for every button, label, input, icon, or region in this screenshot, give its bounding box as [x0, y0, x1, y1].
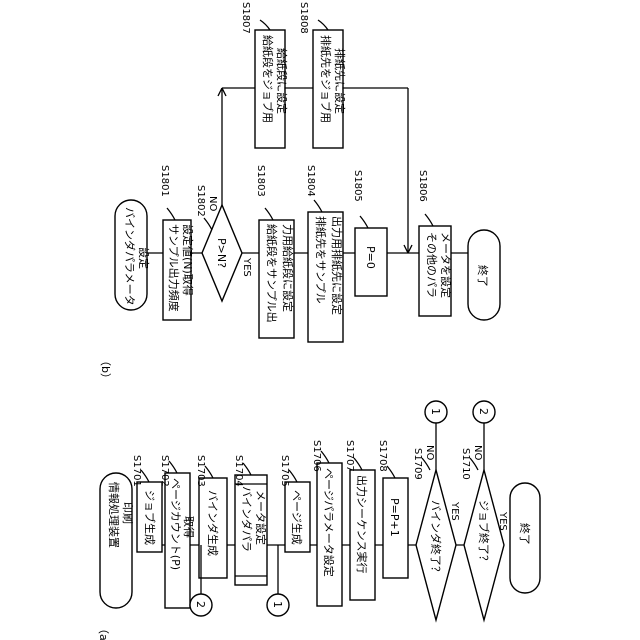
- b-s1801-line1: サンプル出力頻度: [167, 224, 181, 312]
- b-s1804-line1: 排紙先をサンプル: [314, 216, 328, 304]
- b-s1808-line2: 排紙先に設定: [333, 48, 347, 114]
- b-s1803-line2: 力用給紙段に設定: [281, 224, 295, 312]
- a-step-s1701: S1701: [131, 455, 142, 487]
- b-start-line2: 設定: [137, 247, 151, 269]
- a-step-s1707: S1707: [344, 440, 355, 472]
- a-step-s1705: S1705: [279, 455, 290, 487]
- a-end-text: 終了: [518, 523, 532, 545]
- a-connector-1-right-text: 1: [429, 408, 442, 415]
- a-step-s1706: S1706: [311, 440, 322, 472]
- a-connector-2-right-text: 2: [477, 408, 490, 415]
- b-step-s1801: S1801: [159, 165, 170, 197]
- a-connector-1-left-text: 1: [271, 601, 284, 608]
- a-s1704-line1: バインダパラ: [240, 486, 254, 552]
- b-s1803-line1: 給紙段をサンプル出: [265, 224, 279, 323]
- b-step-s1808: S1808: [298, 2, 309, 34]
- a-s1709-yes: YES: [449, 501, 460, 521]
- a-step-s1702: S1702: [159, 455, 170, 487]
- b-step-s1805: S1805: [352, 170, 363, 202]
- b-s1801-line2: 設定値(N)取得: [181, 224, 195, 296]
- a-s1702-line1: ページカウント(P): [169, 478, 182, 570]
- a-s1704-line2: メータ設定: [254, 490, 268, 545]
- b-step-s1806: S1806: [417, 170, 428, 202]
- a-step-s1703: S1703: [195, 455, 206, 487]
- a-s1705-text: ページ生成: [290, 490, 304, 545]
- a-step-s1709: S1709: [412, 448, 423, 480]
- b-step-s1803: S1803: [255, 165, 266, 197]
- b-figure-label: （b）: [99, 355, 112, 384]
- b-s1806-line2: メータを設定: [439, 232, 453, 298]
- a-s1710-text: ジョブ終了？: [477, 500, 491, 566]
- a-s1702-line2: 取得: [182, 516, 195, 538]
- b-step-s1802: S1802: [195, 185, 206, 217]
- a-s1701-text: ジョブ生成: [143, 490, 157, 545]
- a-s1708-text: P=P+1: [388, 498, 401, 537]
- a-step-s1710: S1710: [460, 448, 471, 480]
- a-s1703-text: バインダ生成: [206, 490, 220, 556]
- a-step-s1708: S1708: [377, 440, 388, 472]
- b-s1802-text: P>N?: [215, 238, 228, 268]
- a-s1709-no: NO: [424, 445, 435, 460]
- b-step-s1807: S1807: [240, 2, 251, 34]
- b-start-line1: バインダパラメータ: [123, 207, 137, 306]
- b-s1804-line2: 出力用排紙先に設定: [330, 216, 344, 315]
- b-step-s1804: S1804: [305, 165, 316, 197]
- a-step-s1704: S1704: [233, 455, 244, 487]
- b-s1802-no: NO: [207, 196, 218, 211]
- b-s1805-text: P=0: [364, 246, 377, 269]
- diagram-a: [100, 401, 540, 620]
- a-start-line2: 印刷: [121, 502, 134, 524]
- b-s1807-line2: 給紙段に設定: [275, 48, 289, 114]
- a-start-line1: 情報処理装置: [107, 482, 120, 548]
- a-connector-2-left-text: 2: [194, 601, 207, 608]
- a-s1706-text: ページパラメータ設定: [322, 468, 336, 577]
- b-s1802-yes: YES: [241, 257, 252, 277]
- a-s1710-no: NO: [472, 445, 483, 460]
- b-s1806-line1: その他のパラ: [425, 232, 438, 298]
- b-s1808-line1: 排紙先をジョブ用: [319, 35, 333, 123]
- a-s1709-text: バインダ終了？: [429, 500, 443, 577]
- a-s1710-yes: YES: [497, 511, 508, 531]
- a-figure-label: （a）: [97, 623, 110, 640]
- b-s1807-line1: 給紙段をジョブ用: [261, 35, 275, 123]
- b-end-text: 終了: [476, 265, 490, 287]
- a-s1707-text: 出力シーケンス実行: [355, 475, 369, 573]
